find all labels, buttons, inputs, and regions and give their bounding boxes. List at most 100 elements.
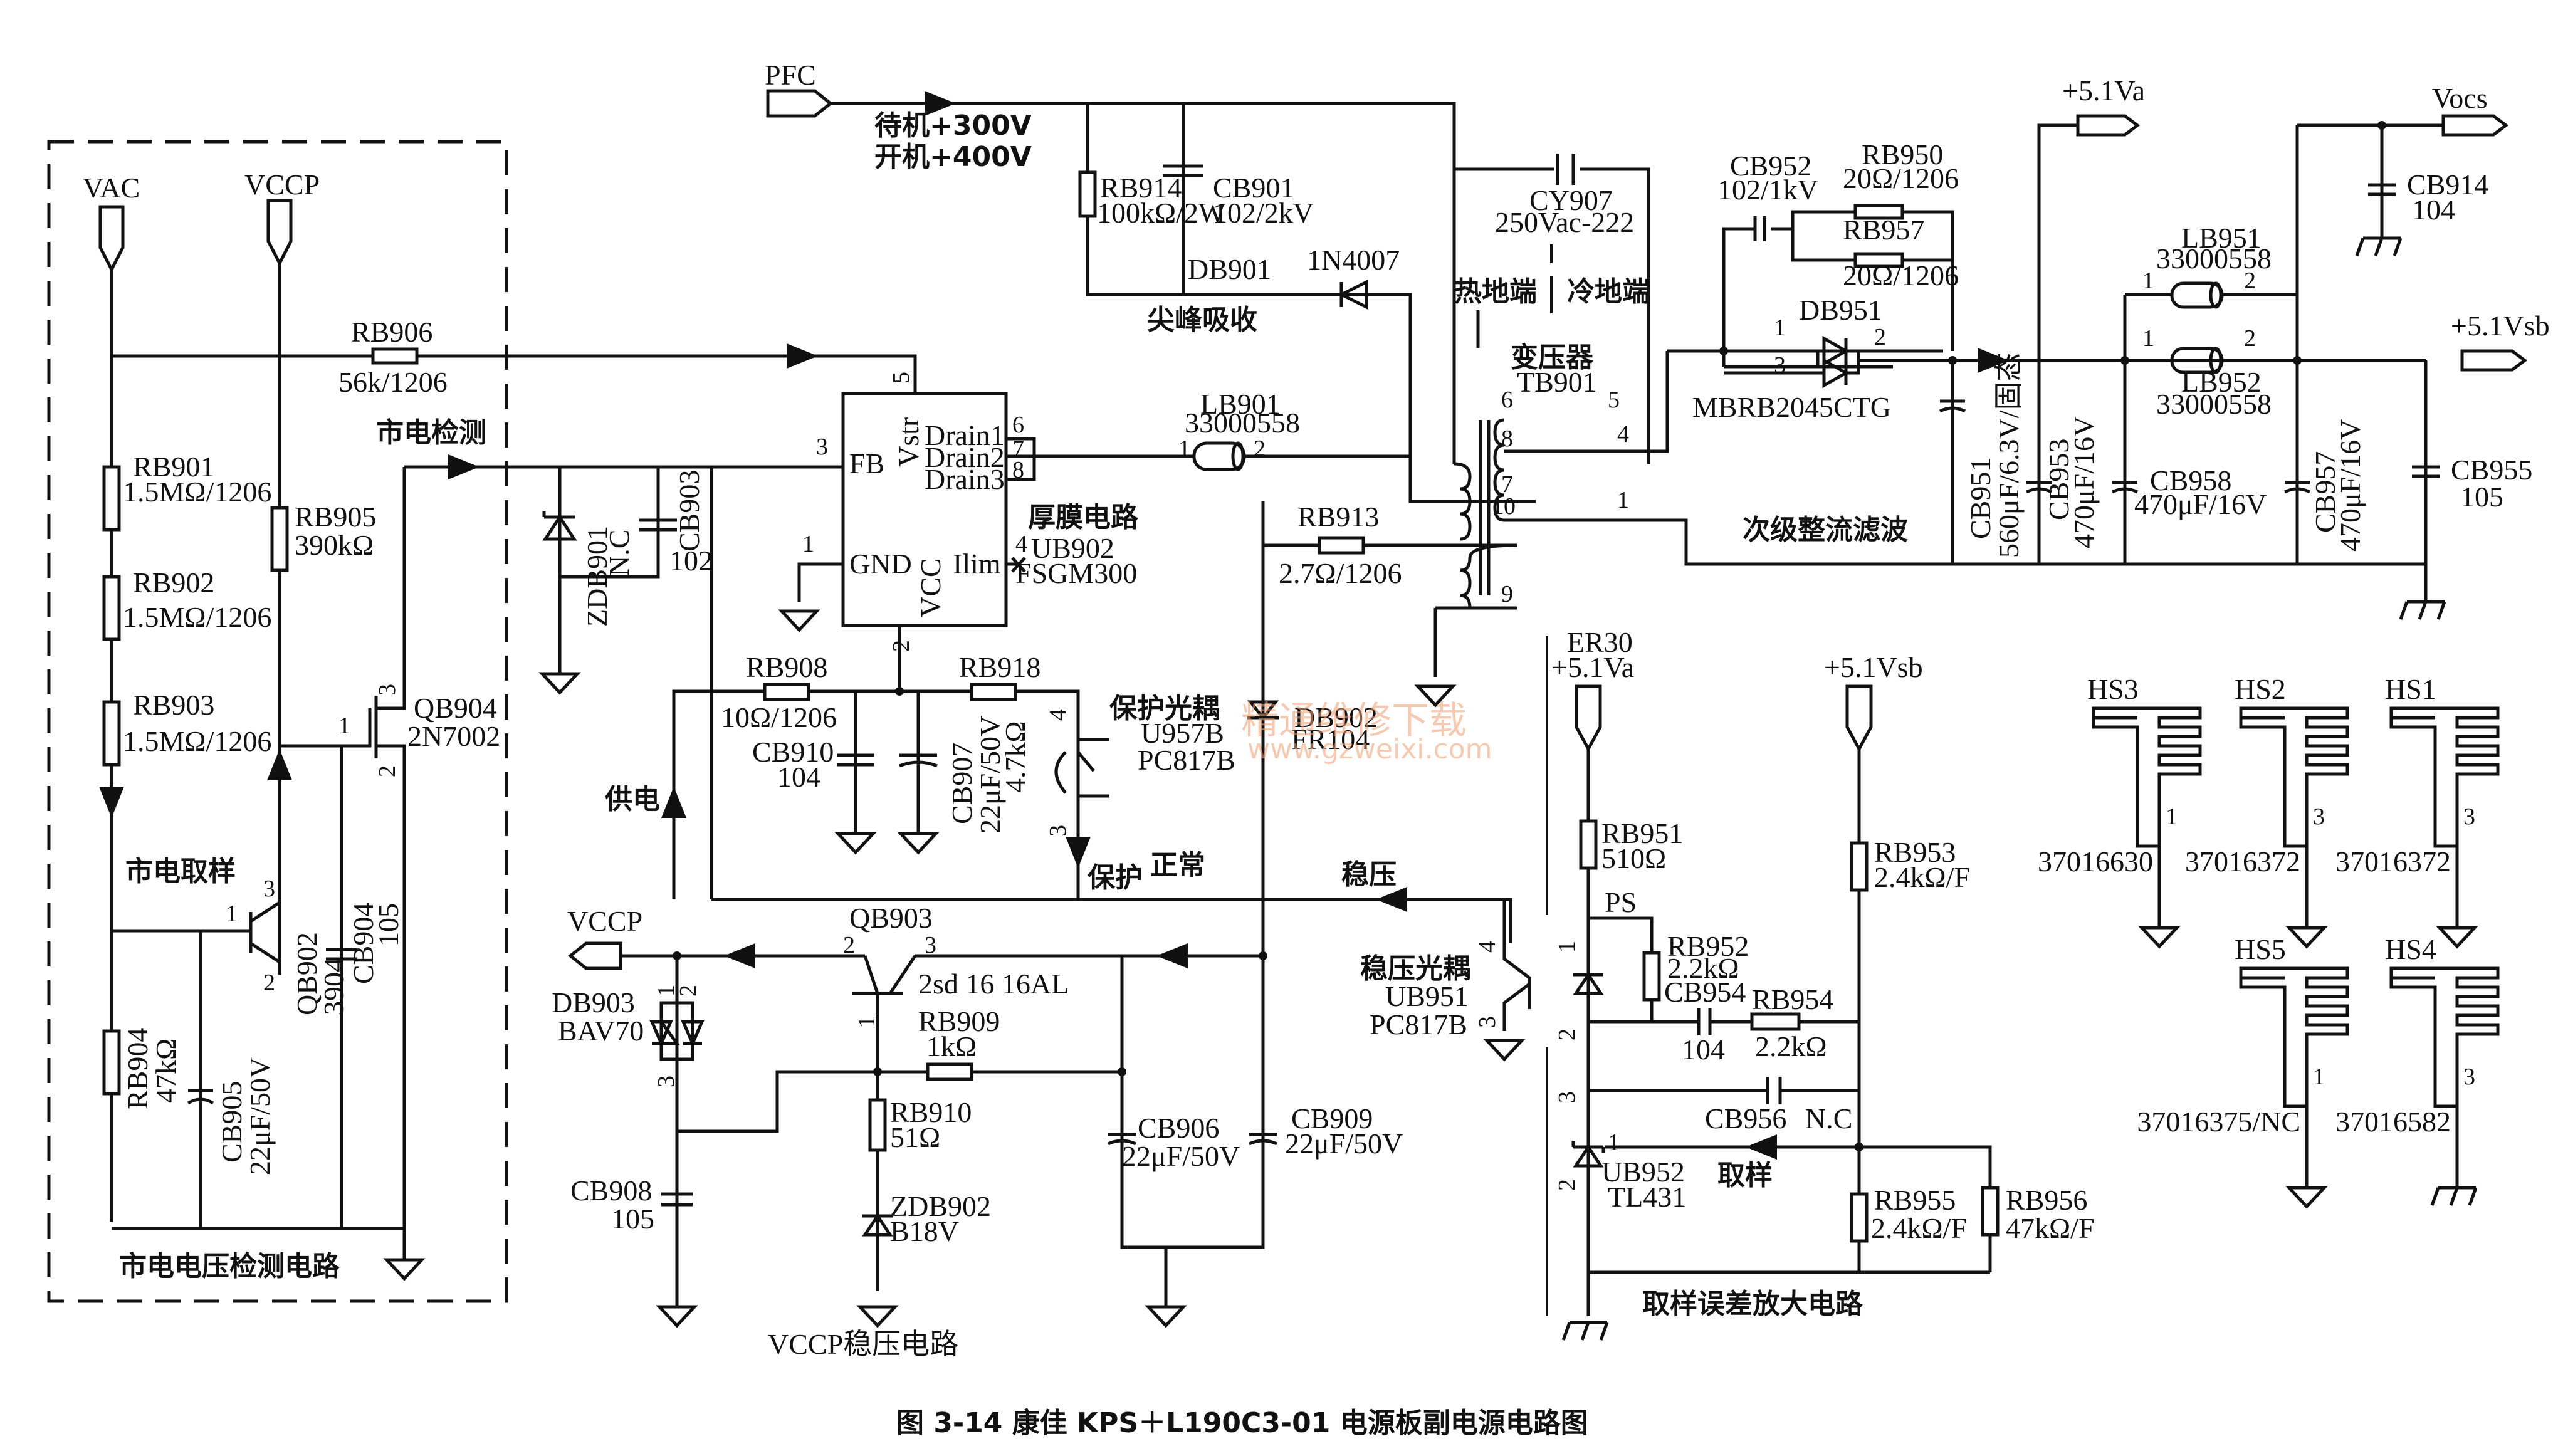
svg-text:100kΩ/2W: 100kΩ/2W — [1097, 197, 1226, 229]
svg-text:33000558: 33000558 — [2156, 388, 2272, 420]
on-voltage-label: 开机+400V — [874, 141, 1032, 173]
svg-text:2: 2 — [374, 765, 401, 777]
regulate-label: 稳压 — [1341, 859, 1397, 891]
svg-text:1: 1 — [1554, 941, 1580, 953]
vccp-top-label: VCCP — [244, 169, 320, 201]
svg-text:2: 2 — [888, 640, 915, 652]
svg-text:1: 1 — [2142, 268, 2154, 294]
svg-text:390kΩ: 390kΩ — [295, 529, 374, 561]
resistor-RB905: RB905 390kΩ — [270, 501, 376, 572]
svg-text:CB952: CB952 — [1730, 150, 1811, 182]
svg-text:RB951: RB951 — [1601, 817, 1683, 849]
svg-text:3: 3 — [263, 876, 275, 902]
transformer-TB901: CY907 250Vac-222 热地端 冷地端 变压器 TB901 6 5 8… — [1454, 154, 2426, 609]
svg-text:CB908: CB908 — [570, 1175, 652, 1207]
svg-text:102/1kV: 102/1kV — [1717, 174, 1818, 206]
vocs-port[interactable]: Vocs CB914 104 — [2297, 82, 2509, 256]
v51vsb-out-port[interactable]: +5.1Vsb — [2451, 310, 2550, 372]
svg-text:8: 8 — [1501, 426, 1513, 452]
svg-text:CB903: CB903 — [673, 470, 705, 552]
watermark-url: www.gzweixi.com — [1247, 733, 1492, 765]
svg-text:RB954: RB954 — [1752, 983, 1833, 1015]
svg-text:2N7002: 2N7002 — [407, 720, 500, 752]
snubber-block: RB914 100kΩ/2W CB901 102/2kV DB901 1N400… — [1078, 103, 1536, 503]
svg-text:102: 102 — [669, 545, 713, 577]
ic-UB902: 5 Vstr 3 FB Drain1 Drain2 Drain3 6 7 8 G… — [782, 354, 1139, 691]
svg-text:CY907: CY907 — [1529, 184, 1613, 216]
spike-absorb-label: 尖峰吸收 — [1147, 304, 1257, 336]
svg-text:CB953: CB953 — [2043, 439, 2075, 520]
svg-text:1.5MΩ/1206: 1.5MΩ/1206 — [123, 725, 271, 757]
vac-port[interactable]: VAC — [83, 172, 140, 273]
svg-text:22μF/50V: 22μF/50V — [1122, 1140, 1240, 1172]
capacitor-CB904: CB904 105 — [326, 903, 404, 984]
svg-text:RB910: RB910 — [890, 1096, 972, 1128]
svg-text:RB953: RB953 — [1874, 836, 1956, 868]
resistor-RB906: RB906 56k/1206 — [338, 316, 448, 398]
transistor-QB902: 1 3 2 QB902 3904 — [213, 876, 350, 1015]
svg-text:56k/1206: 56k/1206 — [338, 366, 448, 398]
output-filter: CB953 470μF/16V CB958 470μF/16V LB951 33… — [2006, 125, 2532, 619]
ground-icon — [2289, 928, 2324, 946]
thick-film-label: 厚膜电路 — [1028, 501, 1139, 533]
vccp-out-port[interactable]: VCCP — [567, 905, 642, 970]
heatsink-part-number: 37016582 — [2335, 1106, 2451, 1138]
ground-icon — [2440, 928, 2475, 946]
svg-text:CB905: CB905 — [216, 1081, 248, 1163]
resistor-RB913: RB913 2.7Ω/1206 — [1263, 501, 1517, 589]
secondary-rect-label: 次级整流滤波 — [1743, 514, 1908, 546]
svg-text:20Ω/1206: 20Ω/1206 — [1843, 259, 1959, 291]
svg-text:DB902: DB902 — [1294, 701, 1378, 733]
svg-text:N.C: N.C — [1805, 1102, 1852, 1134]
svg-text:LB901: LB901 — [1200, 388, 1281, 420]
svg-text:1: 1 — [226, 901, 238, 927]
v51a-top-port[interactable]: +5.1Va — [2037, 75, 2145, 360]
error-amplifier: ER30 +5.1Va RB951 510Ω PS 1 2 3 4 3 稳压光耦… — [1360, 626, 2095, 1340]
svg-text:1.5MΩ/1206: 1.5MΩ/1206 — [123, 601, 271, 633]
svg-text:MBRB2045CTG: MBRB2045CTG — [1692, 391, 1891, 423]
svg-text:1.5MΩ/1206: 1.5MΩ/1206 — [123, 476, 271, 508]
svg-text:PC817B: PC817B — [1370, 1008, 1467, 1040]
er30-port[interactable]: ER30 +5.1Va — [1551, 626, 1634, 753]
pfc-port[interactable]: PFC — [765, 59, 834, 118]
heatsink-ref: HS4 — [2385, 933, 2436, 965]
svg-text:2: 2 — [2244, 268, 2256, 294]
svg-text:20Ω/1206: 20Ω/1206 — [1843, 162, 1959, 194]
svg-text:2.2kΩ: 2.2kΩ — [1755, 1030, 1827, 1062]
vccp-top-port[interactable]: VCCP — [244, 169, 320, 267]
secondary-rectifier: CB952 102/1kV RB950 20Ω/1206 RB957 20Ω/1… — [1667, 139, 2025, 564]
svg-text:RB957: RB957 — [1843, 214, 1924, 246]
svg-text:6: 6 — [1501, 387, 1513, 413]
protect-opto-label: 保护光耦 — [1109, 693, 1220, 725]
svg-text:105: 105 — [372, 903, 404, 946]
svg-text:RB909: RB909 — [918, 1005, 1000, 1037]
opto-U957B: 4 3 保护光耦 U957B PC817B 保护 正常 — [1045, 691, 1235, 899]
v51a-er-label: +5.1Va — [1551, 651, 1634, 683]
heatsink-ref: HS3 — [2087, 673, 2139, 705]
svg-text:LB951: LB951 — [2181, 222, 2262, 254]
v51a-top-label: +5.1Va — [2062, 75, 2145, 107]
v51vsb-er-port[interactable]: +5.1Vsb — [1824, 651, 1923, 753]
svg-text:RB918: RB918 — [959, 651, 1040, 683]
svg-text:470μF/16V: 470μF/16V — [2068, 416, 2100, 548]
standby-voltage-label: 待机+300V — [874, 110, 1032, 142]
svg-text:RB904: RB904 — [122, 1028, 154, 1109]
heatsink-ref: HS5 — [2235, 933, 2286, 965]
svg-text:7: 7 — [1012, 436, 1024, 462]
svg-text:RB956: RB956 — [2006, 1184, 2087, 1216]
svg-text:RB906: RB906 — [351, 316, 432, 348]
sample-label: 取样 — [1717, 1160, 1773, 1192]
sample-err-amp-label: 取样误差放大电路 — [1642, 1288, 1863, 1320]
svg-text:2: 2 — [1254, 436, 1266, 462]
svg-text:250Vac-222: 250Vac-222 — [1495, 206, 1634, 238]
svg-text:1kΩ: 1kΩ — [926, 1030, 977, 1062]
svg-text:47kΩ: 47kΩ — [150, 1039, 182, 1103]
svg-text:1: 1 — [2142, 325, 2154, 352]
vocs-label: Vocs — [2432, 82, 2488, 114]
svg-text:510Ω: 510Ω — [1601, 842, 1666, 874]
svg-text:RB905: RB905 — [295, 501, 376, 533]
v51vsb-er-label: +5.1Vsb — [1824, 651, 1923, 683]
svg-text:470μF/16V: 470μF/16V — [2134, 488, 2267, 520]
